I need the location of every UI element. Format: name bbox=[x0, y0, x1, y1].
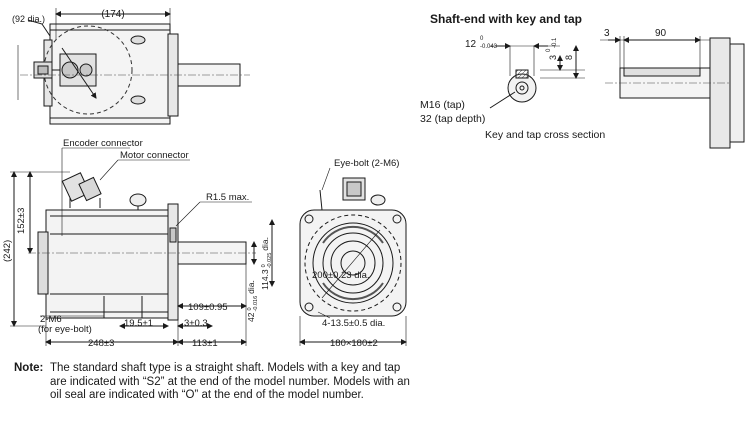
cross-section-label: Key and tap cross section bbox=[485, 129, 605, 141]
front-view bbox=[299, 167, 407, 346]
tap-depth-label: 32 (tap depth) bbox=[420, 113, 485, 125]
key-depth-label: 8 bbox=[564, 55, 574, 60]
dim-248-label: 248±3 bbox=[88, 338, 114, 349]
eyebolt-label: Eye-bolt (2-M6) bbox=[334, 158, 399, 169]
dim-195-label: 19.5±1 bbox=[124, 318, 153, 329]
height-242-label: (242) bbox=[2, 240, 13, 262]
key-width-label: 12 bbox=[465, 39, 477, 50]
note-label: Note: bbox=[14, 362, 44, 374]
shaft-114-label: 114.30-0.025dia. bbox=[260, 237, 273, 290]
key-width-tol-lo: -0.043 bbox=[480, 44, 498, 50]
note-text: The standard shaft type is a straight sh… bbox=[50, 362, 410, 401]
side-view bbox=[10, 147, 275, 346]
dim-3-label: 3 bbox=[604, 28, 610, 39]
dim-3-03-label: 3±0.3 bbox=[184, 318, 208, 329]
note-block: Note: The standard shaft type is a strai… bbox=[14, 362, 414, 401]
key-cross-section bbox=[489, 43, 585, 109]
height-152-label: 152±3 bbox=[16, 208, 27, 234]
dim-90-label: 90 bbox=[655, 28, 667, 39]
encoder-connector-label: Encoder connector bbox=[63, 138, 143, 149]
dim-109-label: 109±0.95 bbox=[188, 302, 228, 313]
top-length-label: (174) bbox=[101, 9, 124, 20]
tap-label: M16 (tap) bbox=[420, 99, 465, 111]
detail-title: Shaft-end with key and tap bbox=[430, 12, 582, 26]
dim-113-label: 113±1 bbox=[192, 338, 218, 349]
key-height-label: 3 bbox=[548, 55, 558, 60]
shaft-side-detail bbox=[600, 36, 745, 149]
shaft-42-label: 420-0.016dia. bbox=[246, 280, 259, 322]
key-width-tol-hi: 0 bbox=[480, 36, 484, 42]
flange-label: 180×180±2 bbox=[330, 338, 378, 349]
pcd-label: 200±0.23 dia. bbox=[312, 270, 370, 281]
motor-connector-label: Motor connector bbox=[120, 150, 189, 161]
r15-label: R1.5 max. bbox=[206, 192, 249, 203]
top-dia-label: (92 dia.) bbox=[12, 14, 45, 24]
key-height-tol-hi: 0 bbox=[546, 48, 552, 52]
top-view bbox=[17, 8, 250, 125]
key-height-tol-lo: -0.1 bbox=[552, 37, 558, 48]
m6-label: 2-M6 bbox=[40, 314, 62, 325]
holes-label: 4-13.5±0.5 dia. bbox=[322, 318, 385, 329]
for-eyebolt-label: (for eye-bolt) bbox=[38, 324, 92, 335]
